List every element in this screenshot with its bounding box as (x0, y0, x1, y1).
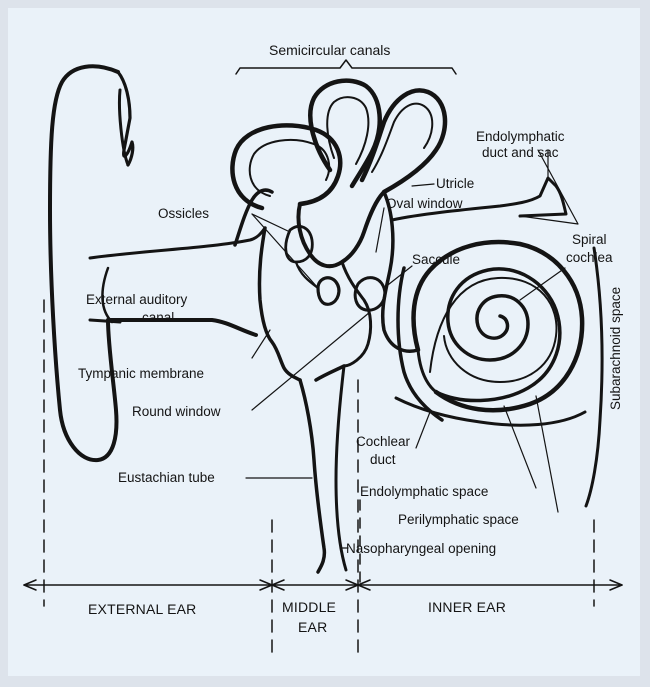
region-middle: MIDDLE (282, 599, 336, 615)
leader-round-window (252, 312, 370, 410)
leader-utricle (412, 184, 434, 186)
label-cochlear: Cochlear (356, 434, 411, 449)
leader-perilymphatic-space (536, 396, 558, 512)
eustachian-tube (300, 380, 324, 572)
label-cochlea: cochlea (566, 250, 613, 265)
region-external-ear: EXTERNAL EAR (88, 601, 196, 617)
label-oval-window: Oval window (386, 196, 463, 211)
leader-endolymph-sac (520, 150, 578, 224)
label-canal: canal (142, 310, 174, 325)
label-endolymphatic: Endolymphatic (476, 129, 565, 144)
label-round-window: Round window (132, 404, 221, 419)
label-duct-and-sac: duct and sac (482, 145, 559, 160)
eustachian-tube-inner (336, 366, 346, 570)
tympanic-membrane-shape (259, 228, 300, 380)
region-inner-ear: INNER EAR (428, 599, 506, 615)
ossicles-stapes (318, 278, 339, 305)
pinna (50, 66, 256, 460)
label-perilymphatic-space: Perilymphatic space (398, 512, 519, 527)
canal-lower-wall (90, 320, 120, 322)
canals-title: Semicircular canals (269, 42, 390, 58)
canals-bracket (236, 60, 456, 74)
leader-cochlear-duct (416, 412, 430, 448)
region-ear: EAR (298, 619, 327, 635)
temporal-bone-upper (235, 190, 272, 245)
label-duct: duct (370, 452, 396, 467)
leader-ossicles-1 (252, 214, 290, 232)
leader-oval-window (376, 208, 384, 252)
label-utricle: Utricle (436, 176, 474, 191)
label-subarachnoid-space: Subarachnoid space (608, 287, 623, 410)
middle-ear-floor (316, 366, 344, 380)
label-tympanic-membrane: Tympanic membrane (78, 366, 204, 381)
label-nasopharyngeal-opening: Nasopharyngeal opening (346, 541, 496, 556)
canal-lobe-middle-inner (327, 97, 368, 164)
label-eustachian-tube: Eustachian tube (118, 470, 215, 485)
label-spiral: Spiral (572, 232, 607, 247)
cochlea-base (418, 350, 436, 392)
label-ossicles: Ossicles (158, 206, 209, 221)
leader-spiral-cochlea (520, 268, 565, 300)
subarachnoid-boundary (586, 248, 602, 506)
cochlea-spiral (436, 269, 560, 401)
label-saccule: Saccule (412, 252, 460, 267)
leader-endolymphatic-space (504, 406, 536, 488)
label-external-auditory: External auditory (86, 292, 188, 307)
canal-lobe-left (232, 125, 340, 208)
label-endolymphatic-space: Endolymphatic space (360, 484, 488, 499)
